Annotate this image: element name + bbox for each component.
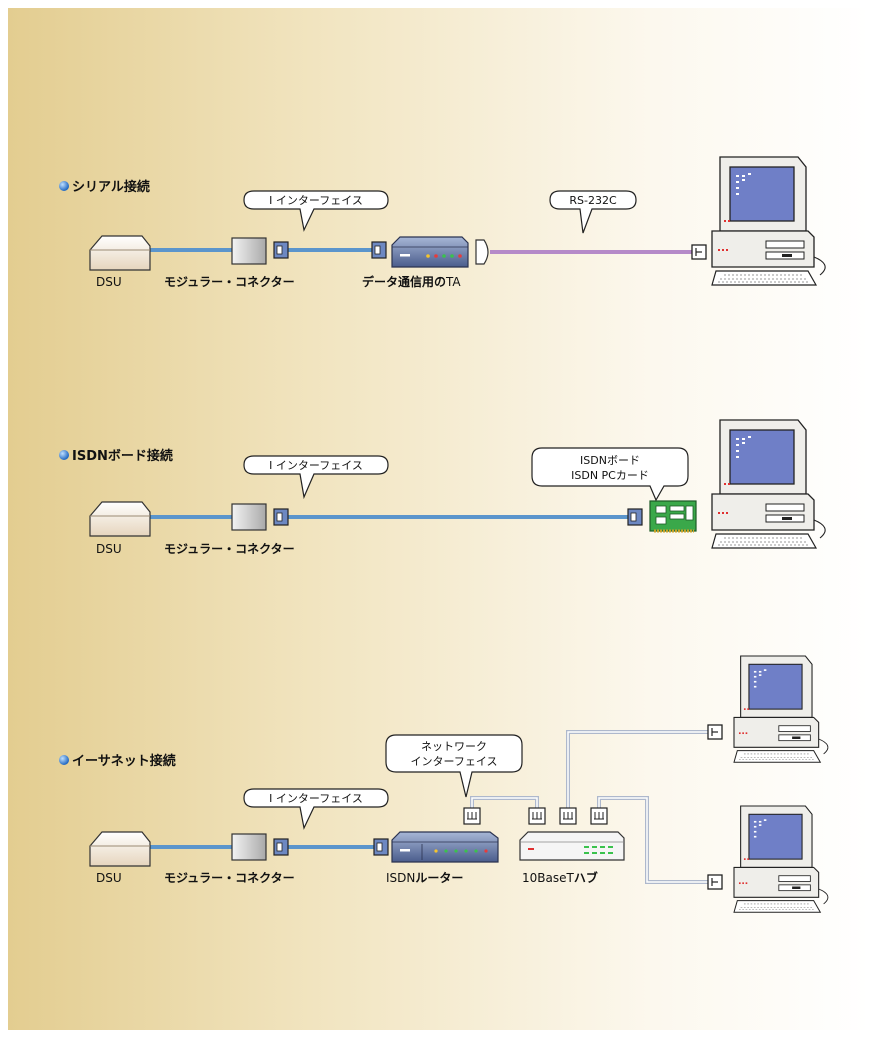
pc-connector-icon (707, 874, 723, 890)
callout-text: I インターフェイス (269, 792, 363, 805)
serial-connector-icon (475, 239, 489, 265)
dsu-device-icon (89, 235, 151, 271)
modular-connector-label: モジュラー・コネクター (164, 542, 295, 556)
svg-text:10BaseTハブ: 10BaseTハブ (522, 870, 598, 885)
callout-i-interface: I インターフェイス (243, 788, 389, 830)
isdn-board-icon (649, 500, 697, 533)
pc-connector-icon (707, 724, 723, 740)
ethernet-hub-icon (519, 831, 625, 861)
callout-i-interface: I インターフェイス (243, 190, 389, 232)
router-label: ルーター (415, 871, 463, 885)
section-title: ISDNボード接続 (72, 448, 173, 464)
modular-connector-label: モジュラー・コネクター (164, 275, 295, 289)
ta-label: データ通信用の (362, 274, 446, 289)
router-label-prefix: ISDN (386, 871, 415, 885)
dsu-label: DSU (96, 275, 122, 289)
callout-network-interface: ネットワーク インターフェイス (385, 734, 523, 798)
callout-text: ISDNボード (580, 454, 640, 467)
section-serial: シリアル接続 I インターフェイス RS-232C DSU モジュラー・コネクタ… (59, 156, 826, 289)
section-isdn-board: ISDNボード接続 I インターフェイス ISDNボード ISDN PCカード … (59, 419, 826, 556)
dsu-label: DSU (96, 542, 122, 556)
isdn-router-icon (391, 831, 499, 863)
rj-plug-icon (273, 838, 289, 856)
callout-text: インターフェイス (410, 755, 497, 768)
svg-text:ISDNルーター: ISDNルーター (386, 871, 463, 885)
section-ethernet: イーサネット接続 (59, 655, 829, 913)
rj-plug-icon (273, 508, 289, 526)
dsu-label: DSU (96, 871, 122, 885)
bullet-icon (59, 755, 69, 765)
rj-plug-icon (371, 241, 387, 259)
ethernet-socket-icon (463, 807, 481, 825)
callout-text: ネットワーク (421, 740, 487, 753)
modular-connector-label: モジュラー・コネクター (164, 871, 295, 885)
callout-isdn-board: ISDNボード ISDN PCカード (531, 447, 689, 502)
bullet-icon (59, 181, 69, 191)
terminal-adapter-icon (391, 236, 469, 268)
ta-label-suffix: TA (445, 275, 461, 289)
callout-rs232c: RS-232C (549, 190, 637, 234)
svg-text:データ通信用のTA: データ通信用のTA (362, 274, 461, 289)
modular-jack-icon (231, 237, 267, 265)
rj-plug-icon (273, 241, 289, 259)
callout-i-interface: I インターフェイス (243, 455, 389, 500)
callout-text: ISDN PCカード (571, 469, 649, 482)
modular-jack-icon (231, 833, 267, 861)
pc-connector-icon (691, 244, 707, 260)
bullet-icon (59, 450, 69, 460)
callout-text: I インターフェイス (269, 459, 363, 472)
modular-jack-icon (231, 503, 267, 531)
hub-label: ハブ (574, 870, 598, 885)
hub-label-prefix: 10BaseT (522, 871, 574, 885)
ethernet-socket-icon (528, 807, 546, 825)
rj-plug-icon (373, 838, 389, 856)
dsu-device-icon (89, 501, 151, 537)
callout-text: I インターフェイス (269, 194, 363, 207)
ethernet-socket-icon (559, 807, 577, 825)
section-title: シリアル接続 (72, 179, 150, 195)
ethernet-socket-icon (590, 807, 608, 825)
callout-text: RS-232C (569, 194, 617, 207)
section-title: イーサネット接続 (72, 753, 176, 769)
dsu-device-icon (89, 831, 151, 867)
rj-plug-icon (627, 508, 643, 526)
